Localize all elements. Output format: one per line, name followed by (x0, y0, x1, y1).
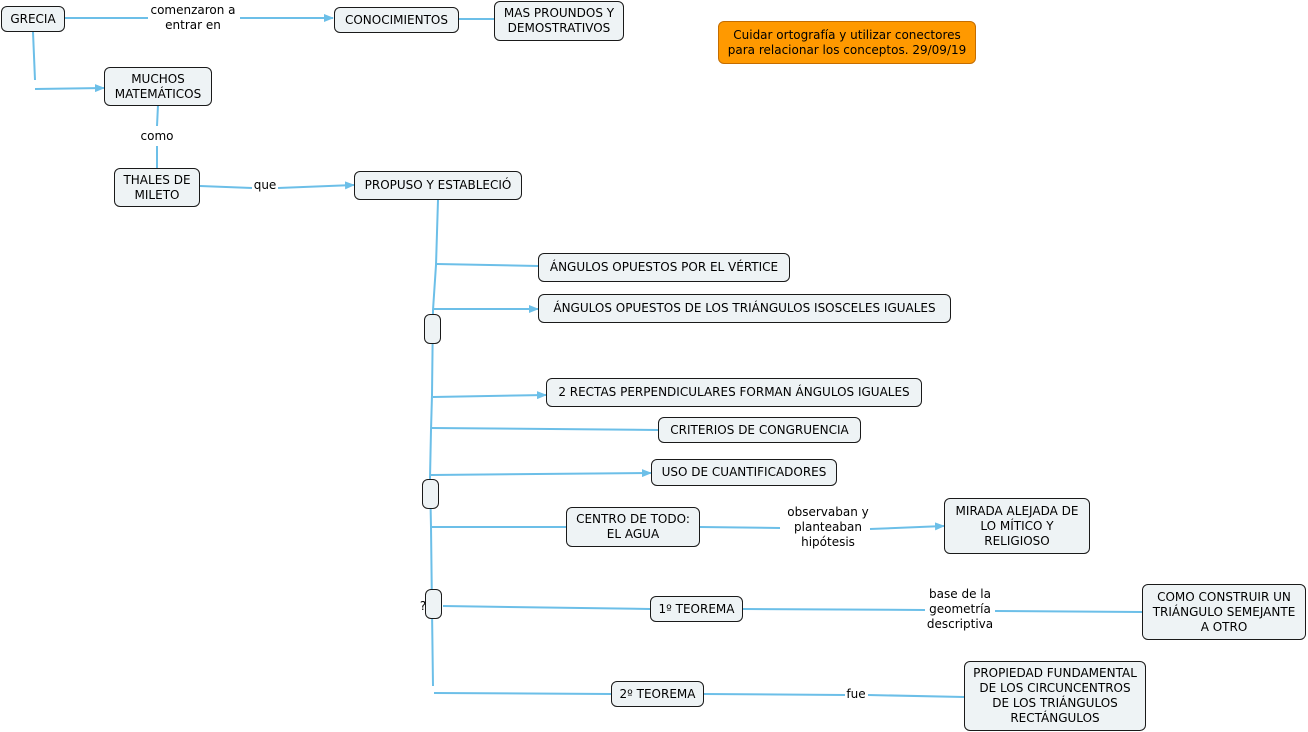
link-fue-propiedad (867, 694, 965, 698)
node-cuantificadores[interactable]: USO DE CUANTIFICADORES (651, 459, 837, 486)
node-centro-agua[interactable]: CENTRO DE TODO: EL AGUA (566, 507, 700, 547)
link-rectas (432, 391, 547, 400)
link-thales-que (199, 185, 253, 189)
trunk-line (428, 199, 439, 687)
link-grecia-matematicos (32, 31, 36, 81)
node-muchos-matematicos[interactable]: MUCHOS MATEMÁTICOS (104, 67, 212, 106)
node-como-construir[interactable]: COMO CONSTRUIR UN TRIÁNGULO SEMEJANTE A … (1142, 584, 1306, 640)
node-rectas-perpendiculares[interactable]: 2 RECTAS PERPENDICULARES FORMAN ÁNGULOS … (546, 378, 922, 407)
junction-box-1[interactable] (424, 314, 441, 344)
link-observaban-mirada (869, 522, 945, 531)
label-comenzaron: comenzaron a entrar en (150, 3, 236, 33)
link-vertice (436, 263, 539, 267)
junction-box-3[interactable] (425, 589, 442, 619)
node-primer-teorema[interactable]: 1º TEOREMA (650, 596, 743, 622)
node-angulos-vertice[interactable]: ÁNGULOS OPUESTOS POR EL VÉRTICE (538, 253, 790, 282)
link-que-propuso (277, 181, 355, 190)
link-criterios (431, 427, 659, 431)
node-mirada[interactable]: MIRADA ALEJADA DE LO MÍTICO Y RELIGIOSO (944, 498, 1090, 554)
node-propuso[interactable]: PROPUSO Y ESTABLECIÓ (354, 171, 522, 200)
node-grecia[interactable]: GRECIA (1, 6, 65, 32)
node-mas-profundos[interactable]: MAS PROUNDOS Y DEMOSTRATIVOS (494, 1, 624, 41)
link-segundo-teorema (433, 692, 612, 695)
label-como: como (140, 129, 174, 144)
link-primer-base (742, 608, 926, 611)
link-segundo-fue (703, 693, 846, 696)
question-mark-label: ? (419, 599, 427, 613)
link-base-construir (994, 610, 1143, 613)
junction-box-2[interactable] (422, 479, 439, 509)
link-matematicos-como (156, 104, 159, 127)
node-nota-ortografia[interactable]: Cuidar ortografía y utilizar conectores … (718, 21, 976, 64)
link-grecia-matematicos-arrow (34, 84, 105, 93)
label-que: que (253, 178, 277, 193)
link-cuantificadores (430, 469, 652, 478)
node-propiedad[interactable]: PROPIEDAD FUNDAMENTAL DE LOS CIRCUNCENTR… (964, 661, 1146, 731)
node-segundo-teorema[interactable]: 2º TEOREMA (611, 681, 704, 707)
label-observaban: observaban y planteaban hipótesis (787, 505, 869, 550)
node-conocimientos[interactable]: CONOCIMIENTOS (334, 7, 459, 33)
node-angulos-isosceles[interactable]: ÁNGULOS OPUESTOS DE LOS TRIÁNGULOS ISOSC… (538, 294, 951, 323)
label-base: base de la geometría descriptiva (926, 587, 994, 632)
link-primer-teorema (442, 605, 651, 610)
link-centro-observaban (699, 526, 781, 529)
label-fue: fue (846, 687, 866, 702)
node-criterios[interactable]: CRITERIOS DE CONGRUENCIA (658, 417, 861, 443)
node-thales[interactable]: THALES DE MILETO (114, 168, 200, 207)
